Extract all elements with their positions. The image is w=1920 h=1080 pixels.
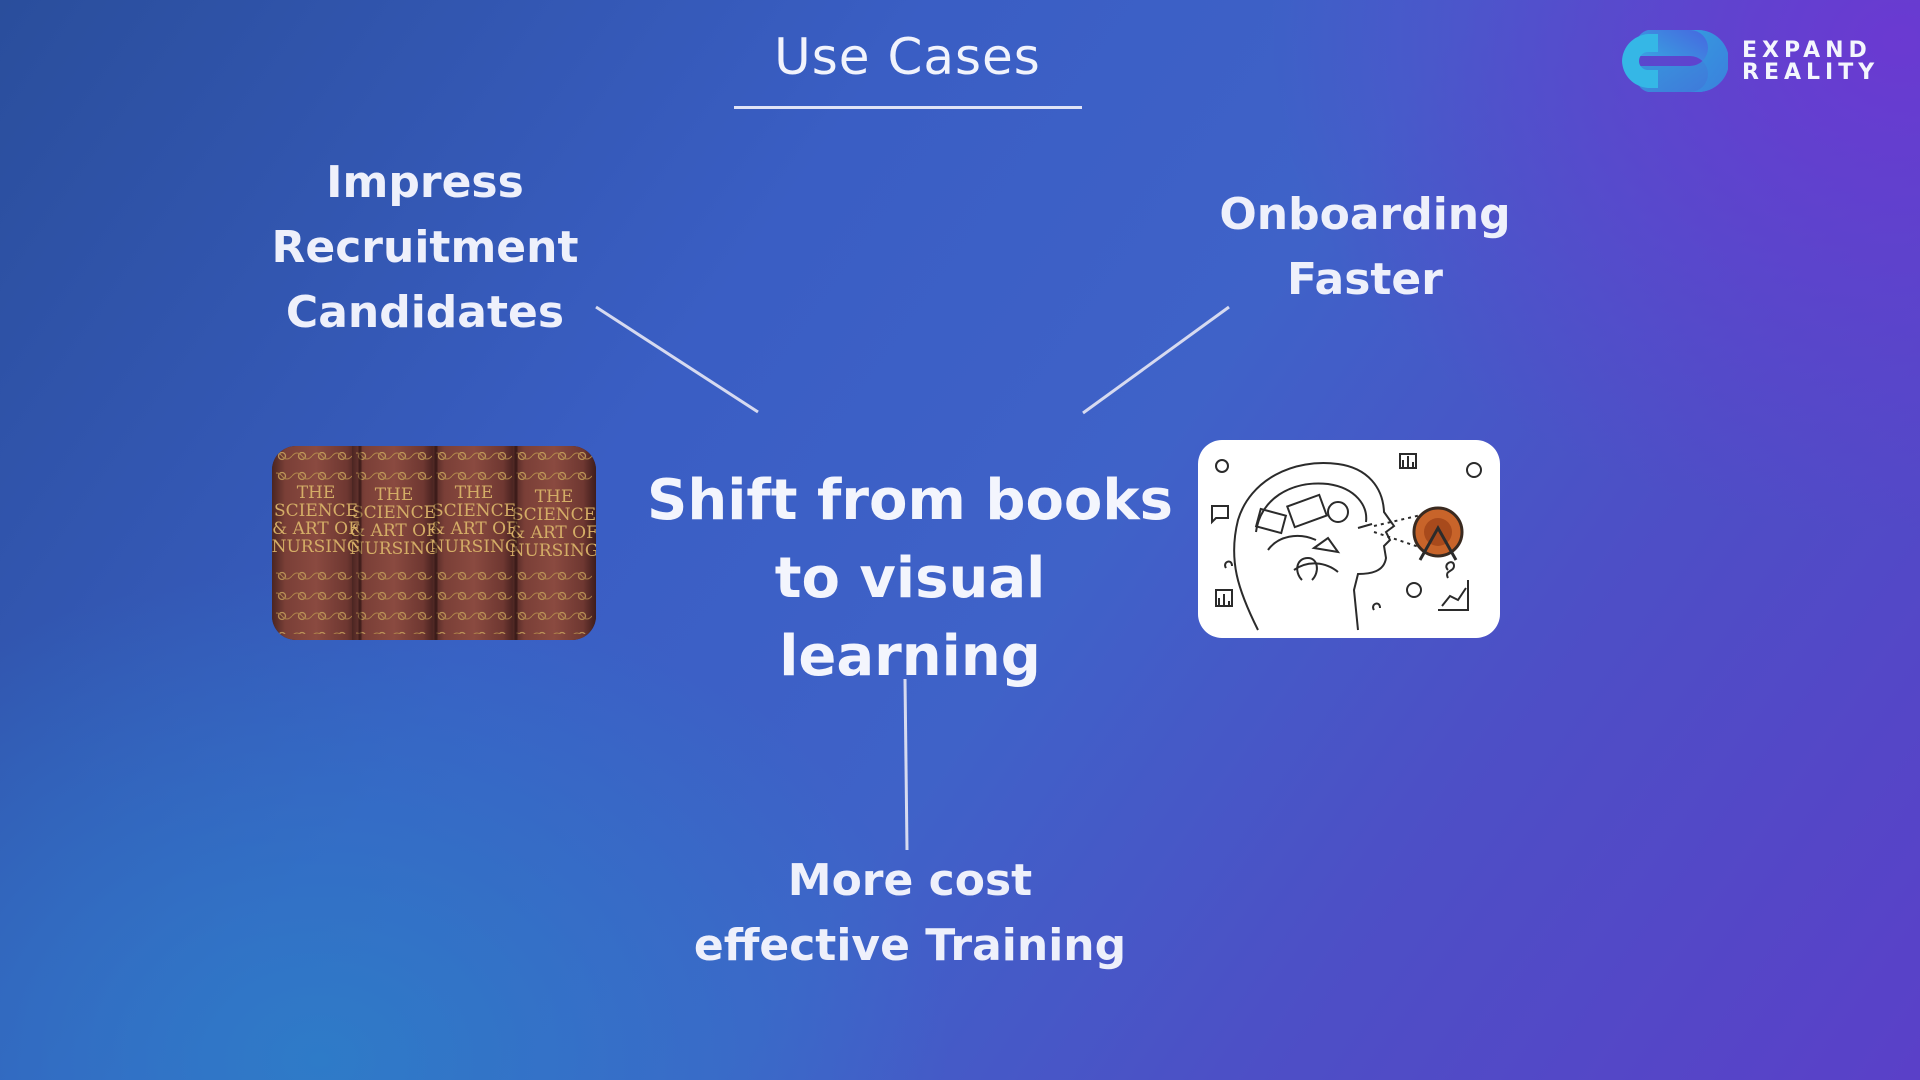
- spine-3-line-3: & ART OF: [430, 519, 518, 539]
- label-recruitment-line-2: Recruitment: [271, 222, 579, 273]
- label-cost: More cost effective Training: [680, 848, 1140, 978]
- slide-title: Use Cases: [774, 28, 1041, 86]
- label-recruitment-line-3: Candidates: [285, 287, 565, 338]
- book-spine-4: [512, 446, 596, 640]
- spine-2-line-1: THE: [375, 485, 414, 505]
- connector-onboarding: [1082, 305, 1230, 415]
- spine-4-line-3: & ART OF: [510, 523, 596, 543]
- spine-2-line-3: & ART OF: [350, 521, 438, 541]
- spine-4-line-1: THE: [535, 487, 574, 507]
- label-cost-line-2: effective Training: [693, 920, 1127, 971]
- spine-1-line-2: SCIENCE: [274, 501, 358, 521]
- label-onboarding-line-1: Onboarding: [1219, 189, 1511, 240]
- spine-2-line-2: SCIENCE: [352, 503, 436, 523]
- book-spine-2: [352, 446, 436, 640]
- book-spine-3: [432, 446, 516, 640]
- spine-3-line-1: THE: [455, 483, 494, 503]
- connector-recruitment: [595, 305, 759, 414]
- title-underline: [734, 106, 1082, 109]
- spine-3-line-4: NURSING: [430, 537, 519, 557]
- spine-1-line-3: & ART OF: [272, 519, 360, 539]
- label-onboarding: Onboarding Faster: [1200, 182, 1530, 312]
- spine-4-line-2: SCIENCE: [512, 505, 596, 525]
- connector-cost: [903, 678, 909, 851]
- spine-4-line-4: NURSING: [510, 541, 596, 561]
- center-line-1: Shift from books: [647, 468, 1173, 533]
- head-sketch-illustration: [1211, 453, 1482, 631]
- spine-2-line-4: NURSING: [350, 539, 439, 559]
- spine-3-line-2: SCIENCE: [432, 501, 516, 521]
- expand-reality-logo-icon: [1622, 30, 1728, 92]
- label-recruitment-line-1: Impress: [326, 157, 524, 208]
- label-cost-line-1: More cost: [787, 855, 1033, 906]
- spine-1-line-4: NURSING: [272, 537, 360, 557]
- nursing-books-image: THE SCIENCE & ART OF NURSING THE SCIENCE…: [272, 446, 596, 640]
- label-recruitment: Impress Recruitment Candidates: [230, 150, 620, 345]
- spine-1-line-1: THE: [297, 483, 336, 503]
- head-outline: [1233, 462, 1396, 631]
- center-line-2: to visual learning: [774, 546, 1046, 689]
- head-sketch-image: [1198, 440, 1500, 638]
- logo-line-2: REALITY: [1742, 60, 1880, 85]
- logo-line-1: EXPAND: [1742, 38, 1872, 63]
- books-illustration: THE SCIENCE & ART OF NURSING THE SCIENCE…: [272, 446, 596, 640]
- label-onboarding-line-2: Faster: [1287, 254, 1443, 305]
- center-statement: Shift from books to visual learning: [640, 462, 1180, 696]
- book-spine-1: [272, 446, 360, 640]
- logo-wordmark: EXPAND REALITY: [1742, 40, 1879, 84]
